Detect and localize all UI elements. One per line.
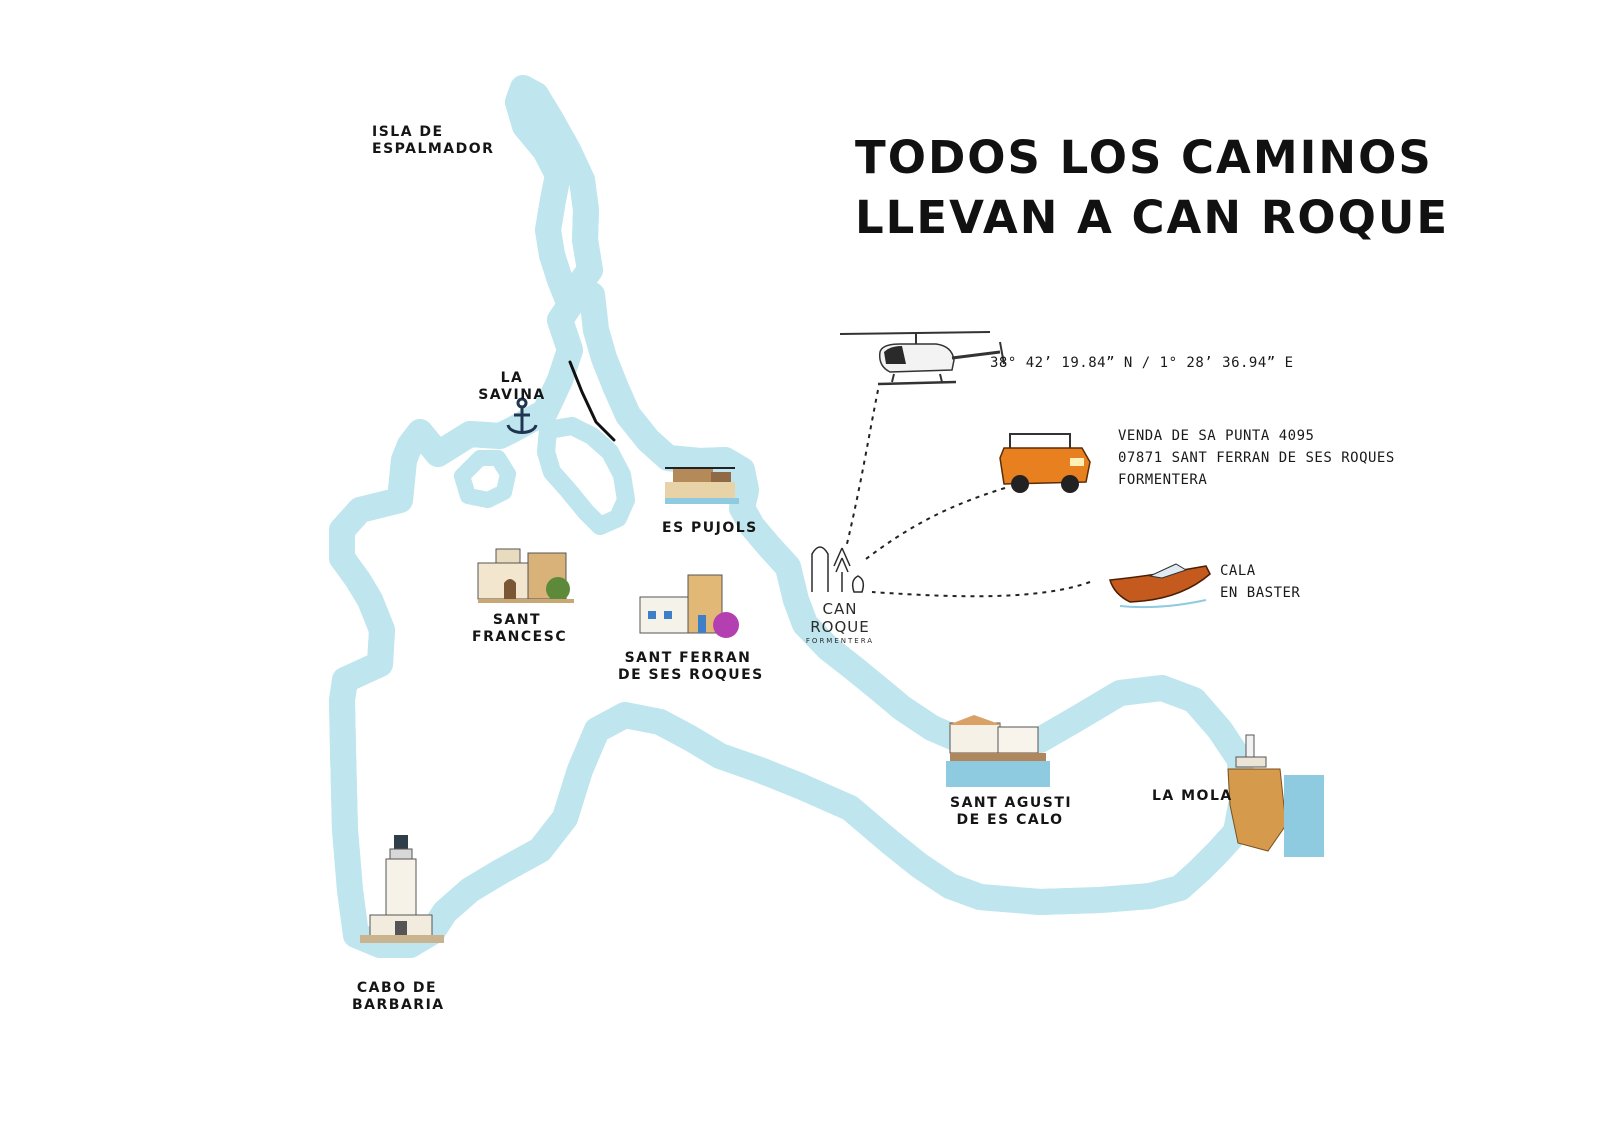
label-es-pujols: ES PUJOLS (662, 520, 758, 536)
label-la-savina: LA SAVINA (478, 370, 546, 403)
route-helicopter (845, 389, 879, 549)
island-coastline (329, 75, 1255, 958)
label-sant-francesc: SANT FRANCESC (472, 612, 568, 645)
boat-icon (1109, 563, 1211, 609)
can-roque-logo (811, 546, 865, 593)
label-espalmador: ISLA DE ESPALMADOR (372, 124, 495, 157)
helicopter-icon (839, 331, 1005, 386)
label-cabo-barbaria: CABO DE BARBARIA (352, 980, 445, 1013)
address-line-3: FORMENTERA (1118, 472, 1208, 488)
address-line-1: VENDA DE SA PUNTA 4095 (1118, 428, 1315, 444)
label-sant-agusti: SANT AGUSTI DE ES CALO (950, 795, 1073, 828)
address-block: VENDA DE SA PUNTA 4095 07871 SANT FERRAN… (1118, 425, 1395, 491)
map-title: TODOS LOS CAMINOS LLEVAN A CAN ROQUE (855, 128, 1449, 248)
can-roque-brand: CAN ROQUE FORMENTERA (790, 600, 890, 645)
brand-sub: FORMENTERA (805, 637, 875, 645)
address-line-2: 07871 SANT FERRAN DE SES ROQUES (1118, 450, 1395, 466)
cliff-lighthouse-icon (1227, 734, 1324, 857)
label-sant-ferran: SANT FERRAN DE SES ROQUES (618, 650, 764, 683)
route-boat (871, 581, 1091, 598)
beach-hut-icon (665, 467, 739, 504)
title-line-1: TODOS LOS CAMINOS (855, 131, 1433, 184)
car-icon (999, 433, 1091, 493)
brand-name: CAN ROQUE (810, 600, 870, 636)
route-car (861, 487, 1006, 563)
boat-destination: CALA EN BASTER (1220, 563, 1301, 601)
church-icon (477, 548, 574, 603)
routes (845, 389, 1091, 598)
tower-house-icon (639, 574, 739, 638)
label-la-mola: LA MOLA (1152, 788, 1233, 804)
lighthouse-icon (360, 835, 444, 943)
title-line-2: LLEVAN A CAN ROQUE (855, 191, 1450, 244)
coordinates-text: 38° 42’ 19.84” N / 1° 28’ 36.94” E (990, 355, 1294, 371)
harbour-icon (946, 715, 1050, 787)
anchor-icon (506, 397, 538, 434)
